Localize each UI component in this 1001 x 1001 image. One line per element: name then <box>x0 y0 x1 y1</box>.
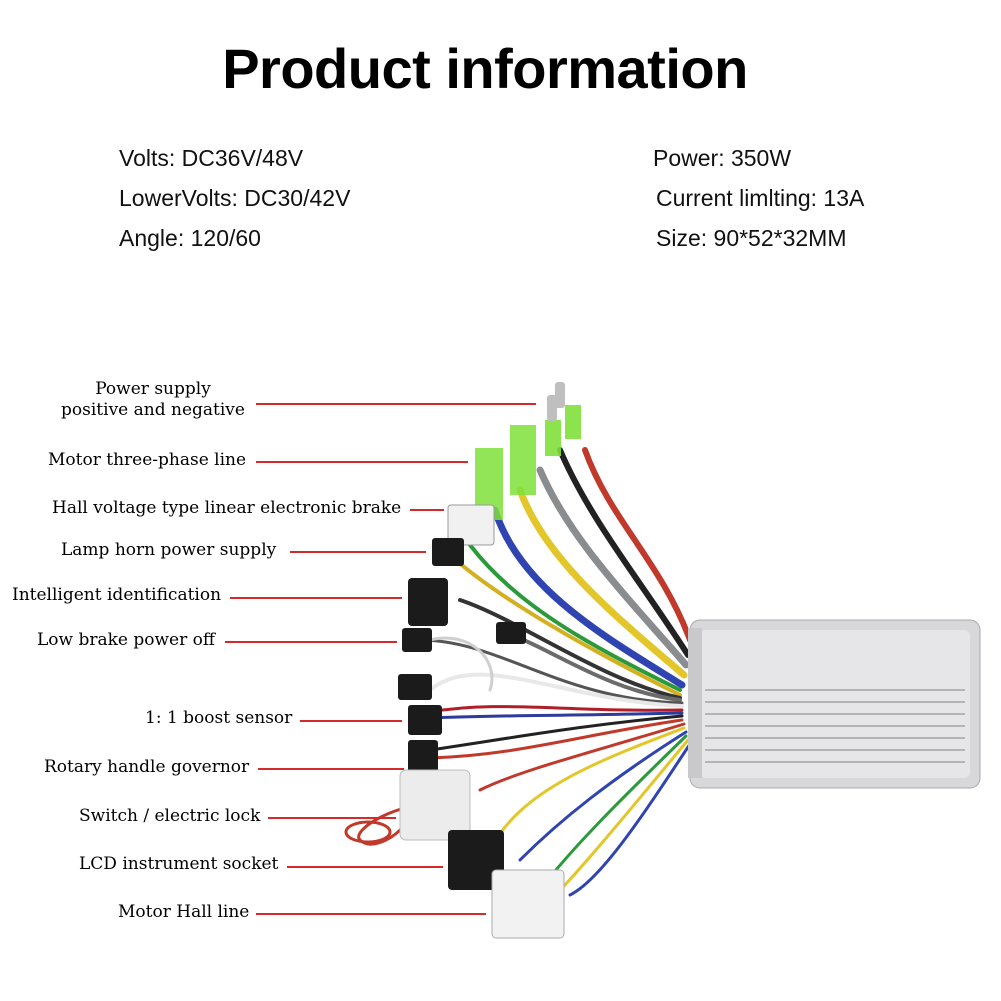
callout-rotary-handle: Rotary handle governor <box>44 757 250 777</box>
spec-volts: Volts: DC36V/48V <box>119 145 304 171</box>
callout-intelligent-identification: Intelligent identification <box>12 585 222 605</box>
callout-power-supply: Power supply positive and negative <box>58 379 248 421</box>
leader-line <box>256 403 536 405</box>
leader-line <box>230 597 402 599</box>
callout-power-supply-line2: positive and negative <box>61 400 245 420</box>
page-title: Product information <box>222 37 748 100</box>
leader-line <box>225 641 397 643</box>
leader-line <box>300 720 402 722</box>
leader-line <box>256 461 468 463</box>
callout-motor-hall: Motor Hall line <box>118 902 250 922</box>
wire-bundle <box>357 447 693 897</box>
connectors <box>344 504 565 939</box>
leader-line <box>410 509 444 511</box>
spec-power: Power: 350W <box>653 145 792 171</box>
leader-line <box>287 866 443 868</box>
callout-low-brake: Low brake power off <box>37 630 215 650</box>
callout-linear-brake: Hall voltage type linear electronic brak… <box>52 498 402 518</box>
spec-current-limiting: Current limlting: 13A <box>656 185 865 211</box>
callout-lcd-socket: LCD instrument socket <box>79 854 279 874</box>
spec-size: Size: 90*52*32MM <box>656 225 847 251</box>
leader-line <box>268 817 396 819</box>
callout-lamp-horn: Lamp horn power supply <box>61 540 277 560</box>
callout-power-supply-line1: Power supply <box>95 379 211 399</box>
callout-boost-sensor: 1: 1 boost sensor <box>145 708 293 728</box>
power-terminals <box>475 382 581 520</box>
callout-motor-three-phase: Motor three-phase line <box>48 450 247 470</box>
spec-lower-volts: LowerVolts: DC30/42V <box>119 185 351 211</box>
leader-line <box>290 551 426 553</box>
controller-box <box>688 619 981 789</box>
spec-angle: Angle: 120/60 <box>119 225 261 251</box>
leader-line <box>258 768 404 770</box>
callout-switch-lock: Switch / electric lock <box>79 806 261 826</box>
leader-line <box>256 913 486 915</box>
